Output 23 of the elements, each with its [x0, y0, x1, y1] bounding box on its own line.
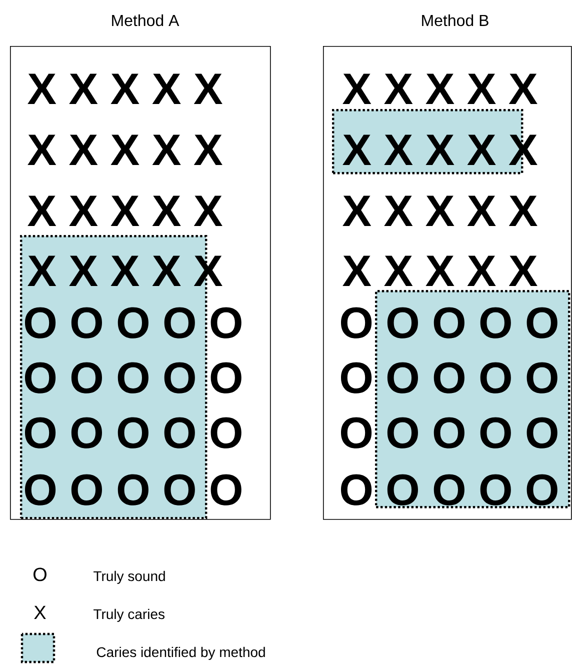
- symbol-row: O O O O O: [341, 362, 558, 394]
- panel-heading: Method B: [422, 14, 488, 26]
- symbol-row: O O O O O: [25, 362, 242, 394]
- symbol-row: O O O O O: [341, 417, 558, 448]
- panel: [323, 46, 572, 520]
- legend-label: Truly sound: [94, 570, 165, 584]
- symbol-row: X X X X X: [28, 256, 222, 286]
- legend-label: Caries identified by method: [96, 646, 265, 660]
- symbol-row: X X X X X: [28, 74, 222, 104]
- panel-heading: Method A: [112, 14, 180, 26]
- legend-symbol: X: [34, 606, 46, 619]
- legend-label: Truly caries: [94, 608, 164, 622]
- symbol-row: O O O O O: [25, 307, 242, 338]
- symbol-row: O O O O O: [25, 417, 242, 448]
- panel: [10, 46, 271, 520]
- symbol-row: O O O O O: [341, 307, 558, 338]
- symbol-row: O O O O O: [25, 474, 242, 506]
- highlight-region: [375, 290, 570, 508]
- symbol-row: X X X X X: [28, 134, 222, 165]
- symbol-row: X X X X X: [342, 196, 538, 226]
- legend-symbol: O: [34, 568, 46, 582]
- symbol-row: O O O O O: [341, 474, 558, 506]
- symbol-row: X X X X X: [342, 134, 538, 165]
